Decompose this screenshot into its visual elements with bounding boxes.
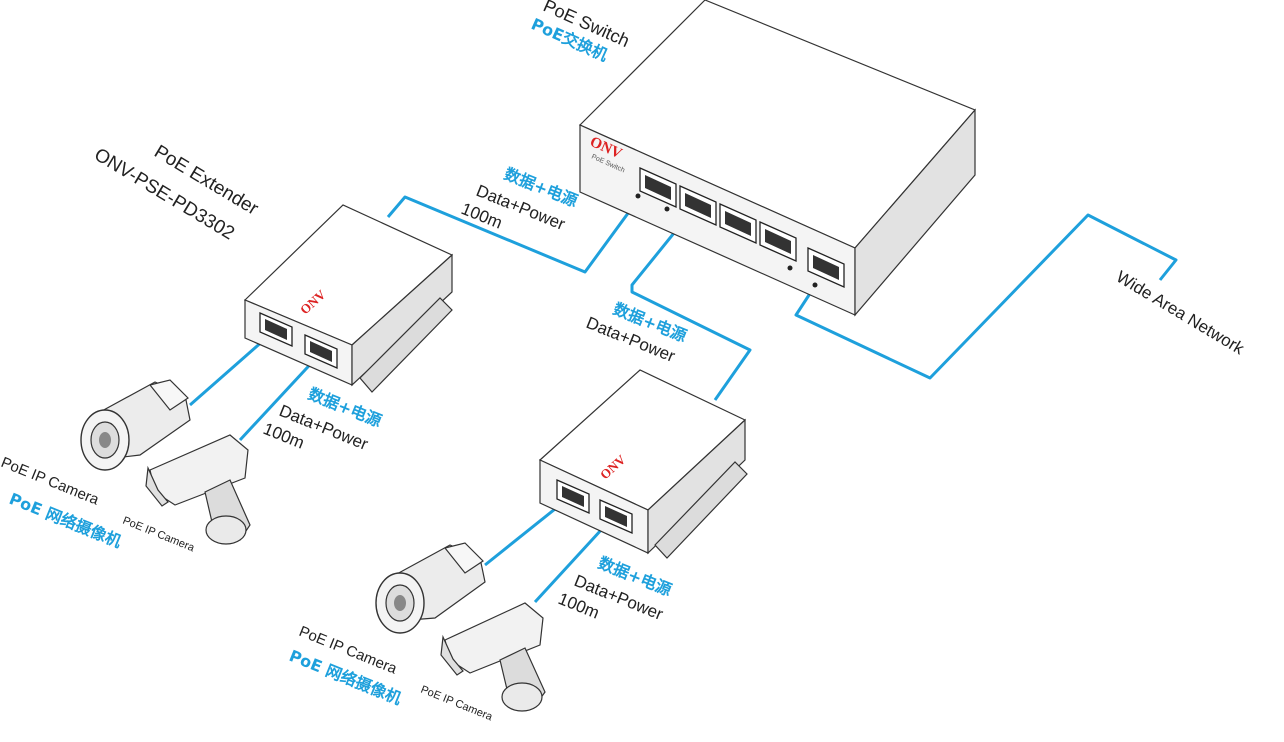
poe-switch: ONV PoE Switch [578,0,977,317]
wan-label: Wide Area Network [1113,267,1248,358]
switch-led-icon [812,282,818,288]
extender2-side [647,418,746,555]
cable-switch-to-extender2 [630,206,752,401]
switch-led-icon [787,265,793,271]
extender2-port-out [599,499,633,534]
switch-led-icon [664,206,670,212]
extender1-port-out [304,334,338,369]
switch-port-3 [719,202,757,245]
switch-side [854,108,976,317]
cable-switch-to-wan [794,213,1178,380]
extender2-port-in [556,479,590,514]
switch-port-uplink [807,246,845,289]
switch-port-2 [679,184,717,227]
cable-switch-to-extender1 [386,189,647,274]
bullet-camera-icon [80,379,191,471]
switch-port-1 [639,166,677,209]
poe-extender-2: ONV [538,369,748,559]
switch-ports [639,166,845,289]
extender1-port-in [259,312,293,347]
camera-group1-label-cn: PoE 网络摄像机 [7,489,125,551]
extender1-side [351,253,453,387]
camera2-label: PoE IP Camera [121,515,197,555]
extender1-mount-ear [359,297,453,393]
cable-ext1-to-camera1 [189,331,273,407]
bullet-camera-icon [375,542,486,634]
box-camera-icon [145,434,251,545]
switch-port-4 [759,220,797,263]
camera4-label: PoE IP Camera [419,684,495,724]
box-camera-icon [440,602,546,712]
switch-led-icon [635,193,641,199]
extender2-mount-ear [654,461,748,559]
poe-extender-1: ONV [243,204,454,393]
cable-ext1-to-camera2 [238,354,320,442]
